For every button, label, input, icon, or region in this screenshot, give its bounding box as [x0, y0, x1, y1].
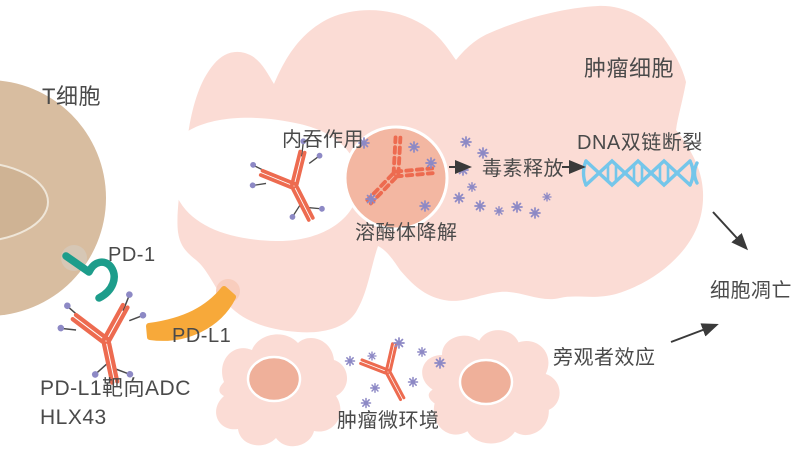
flow-arrows: [449, 160, 749, 343]
lysosome-label: 溶酶体降解: [355, 222, 458, 244]
bystander-label: 旁观者效应: [553, 347, 656, 369]
adc-name-line2: HLX43: [40, 406, 107, 430]
dna-break-label: DNA双链断裂: [577, 132, 703, 154]
adc-name-line1: PD-L1靶向ADC: [40, 377, 191, 400]
endocytosis-bay: [168, 117, 359, 242]
tumor-cell-label: 肿瘤细胞: [584, 56, 675, 81]
adc-name-label: PD-L1靶向ADC HLX43: [40, 374, 191, 433]
microenvironment-label: 肿瘤微环境: [337, 410, 440, 432]
t-cell-label: T细胞: [42, 84, 101, 109]
microenvironment-antibody: [357, 340, 422, 410]
toxin-release-label: 毒素释放: [482, 158, 564, 180]
apoptosis-label: 细胞凋亡: [710, 280, 792, 302]
pdl1-ligand: [146, 279, 240, 341]
arrow-to-apoptosis: [712, 211, 749, 251]
bystander-cell-right: [417, 322, 566, 450]
dna-helix-icon: [581, 158, 699, 188]
endocytosis-label: 内吞作用: [282, 129, 364, 151]
pd1-label: PD-1: [108, 244, 156, 266]
pdl1-label: PD-L1: [172, 325, 232, 347]
arrow-bystander-to-apoptosis: [670, 323, 719, 343]
lysosome: [343, 125, 449, 231]
bystander-cell-left: [216, 334, 348, 447]
t-cell: [0, 80, 106, 316]
pd1-receptor: [61, 245, 118, 302]
